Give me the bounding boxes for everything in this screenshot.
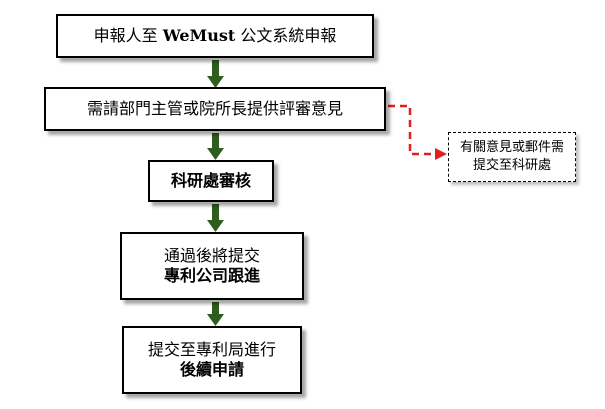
dashed-arrow-to-side-note [388,104,447,160]
step-patent-company: 通過後將提交 專利公司跟進 [120,232,304,300]
step-patent-office-line1: 提交至專利局進行 [147,340,276,359]
step-patent-office-line2: 後續申請 [179,360,244,379]
step-research-office-review-label: 科研處審核 [170,171,251,190]
arrow-step2-to-step3 [207,133,224,160]
arrow-step4-to-step5 [207,302,224,326]
side-note-line2: 提交至科研處 [472,158,551,173]
step-research-office-review: 科研處審核 [148,160,274,202]
step-patent-company-line1: 通過後將提交 [163,246,260,265]
step-patent-company-line2: 專利公司跟進 [163,266,260,285]
step-submit-prefix: 申報人至 [93,26,163,45]
side-note-submit-opinions: 有關意見或郵件需 提交至科研處 [448,132,576,182]
step-patent-office: 提交至專利局進行 後續申請 [122,326,302,394]
step-submit-suffix: 公文系統申報 [235,26,337,45]
step-supervisor-review-label: 需請部門主管或院所長提供評審意見 [86,99,343,118]
step-submit-label: 申報人至 WeMust 公文系統申報 [94,26,337,46]
arrow-step3-to-step4 [207,204,224,232]
step-submit-wemust: 申報人至 WeMust 公文系統申報 [56,14,374,58]
side-note-line1: 有關意見或郵件需 [459,140,564,156]
step-submit-brand: WeMust [162,26,236,45]
arrow-step1-to-step2 [207,60,224,88]
step-supervisor-review: 需請部門主管或院所長提供評審意見 [44,87,386,131]
